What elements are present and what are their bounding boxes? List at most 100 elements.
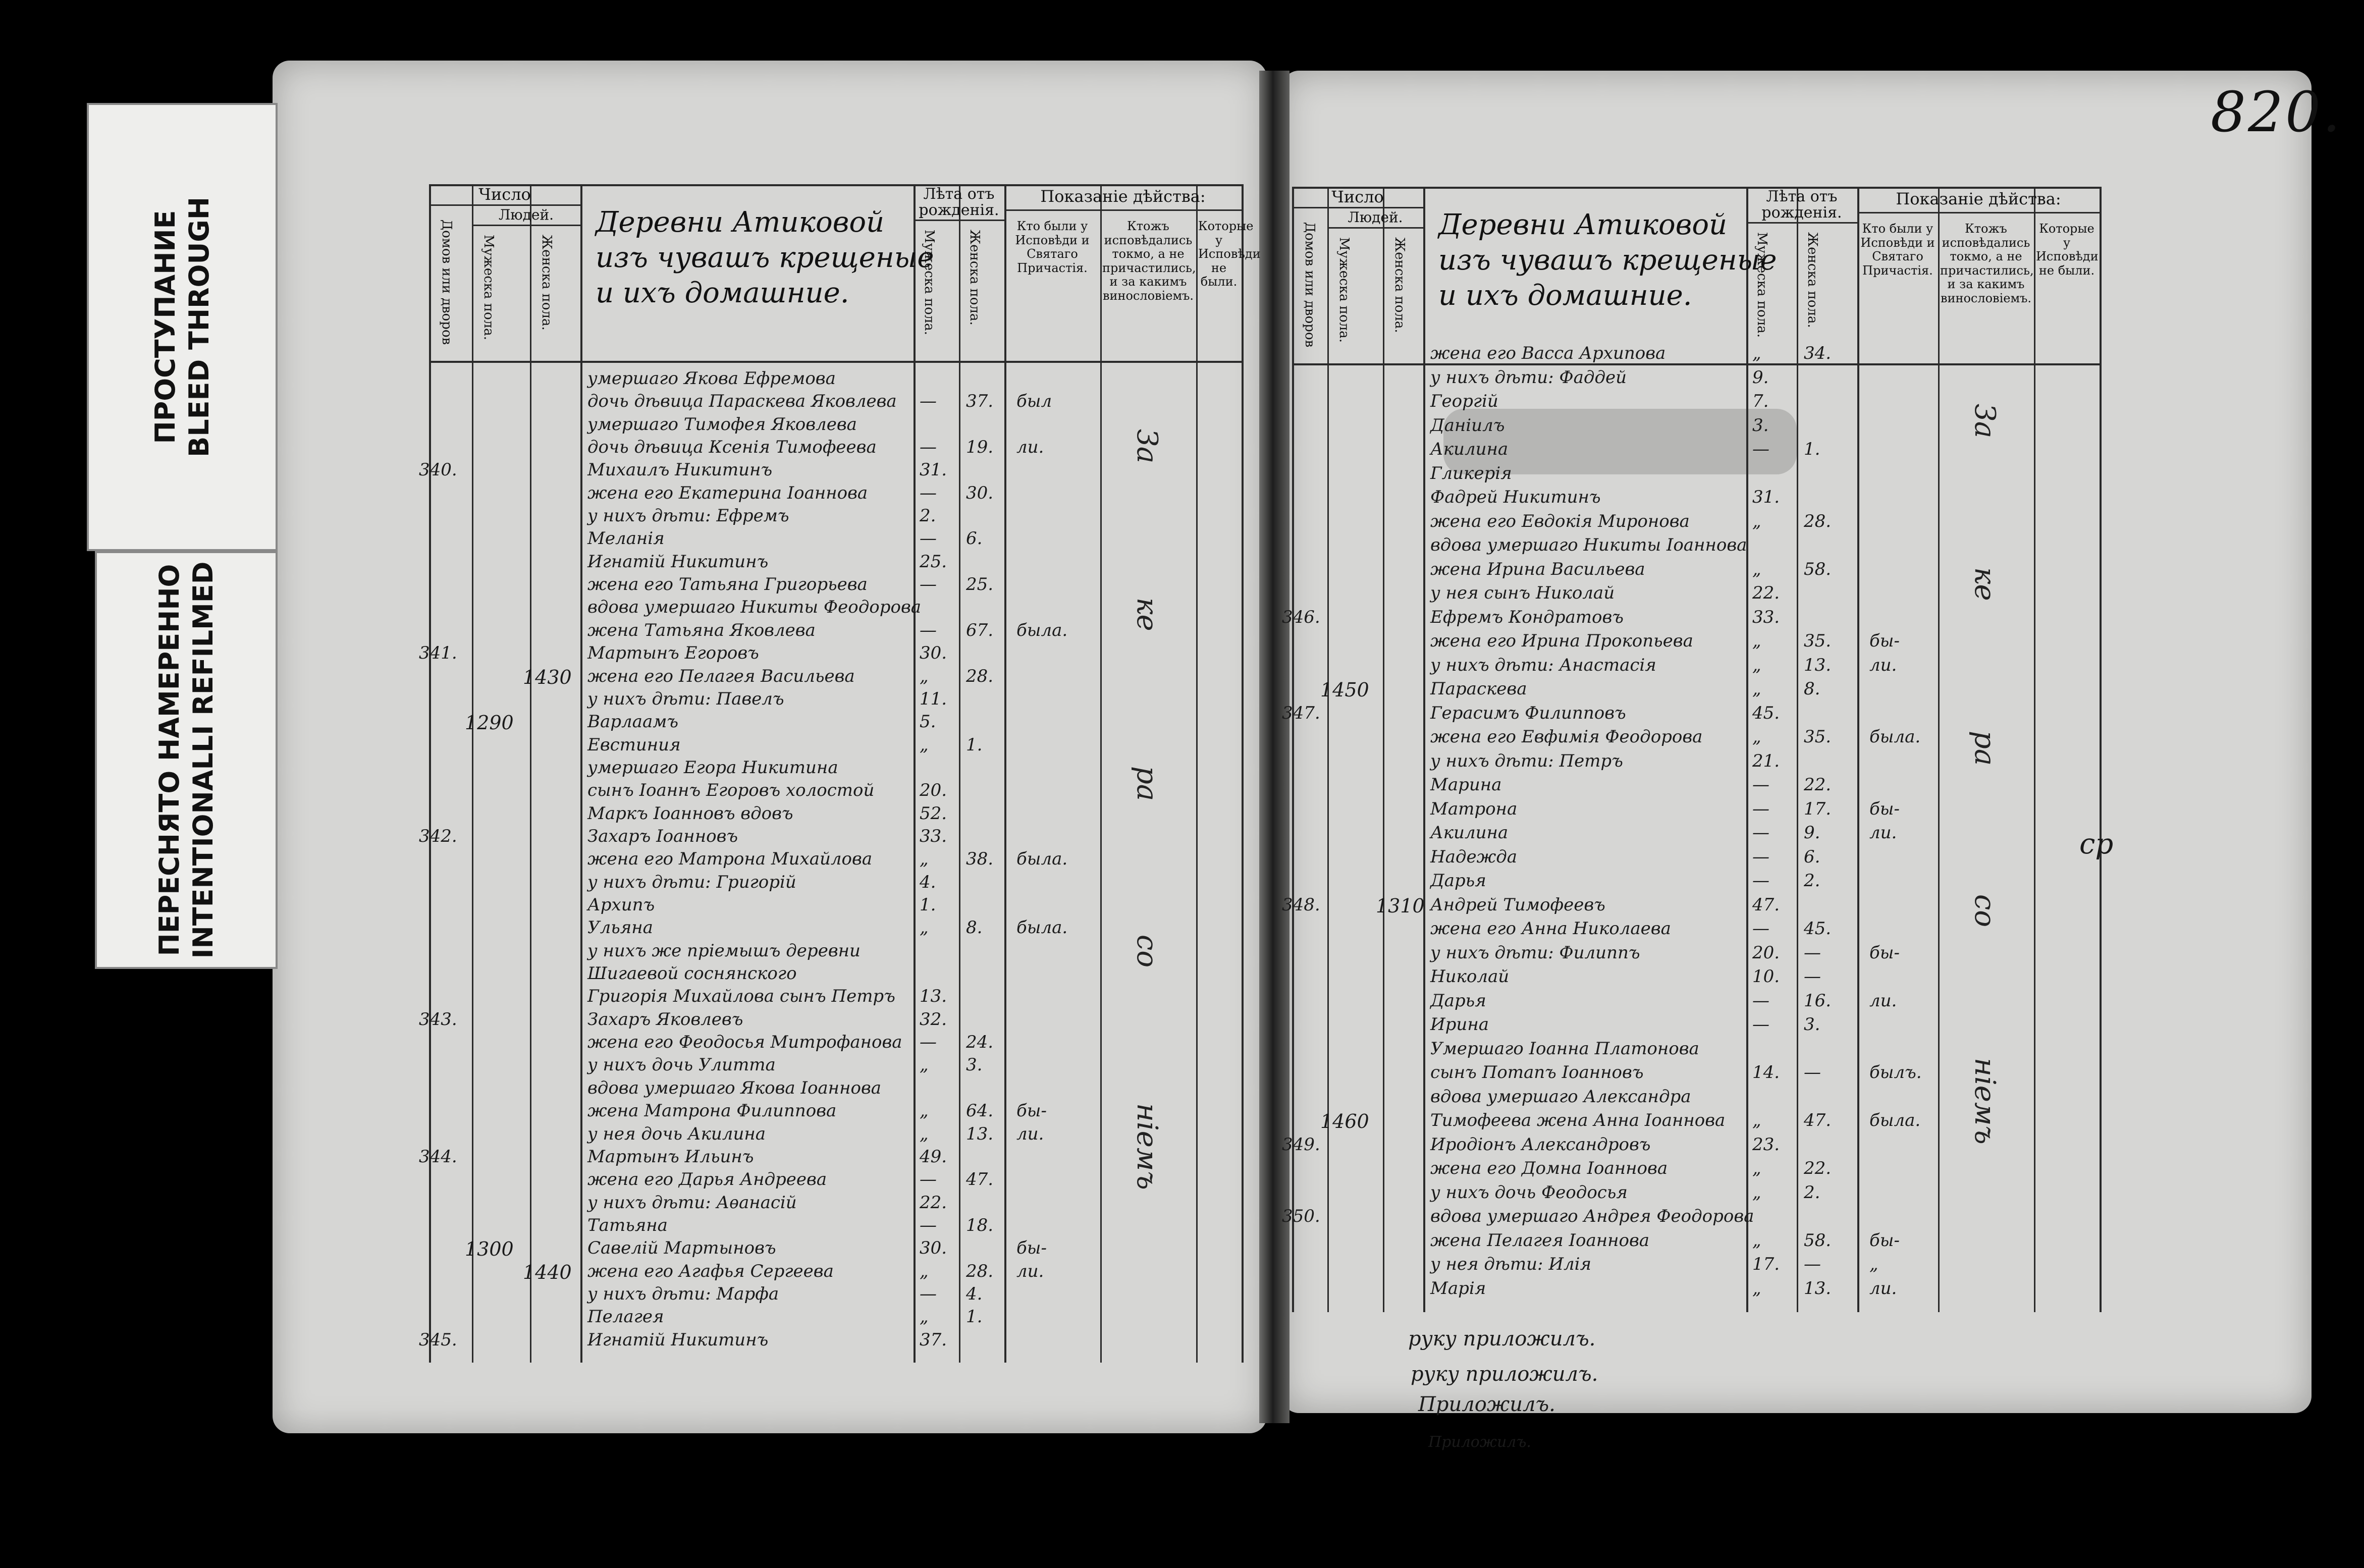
entry-name: жена его Дарья Андреева <box>587 1169 827 1190</box>
vertical-annotation: со <box>1131 935 1163 968</box>
header-bottom-rule <box>429 361 1242 363</box>
entry-name: Ирина <box>1430 1014 1489 1035</box>
age-male: 33. <box>1752 607 1780 627</box>
section-title: изъ чувашъ крещеные <box>1438 244 1777 277</box>
entry-name: у нихъ дѣти: Григорій <box>587 872 796 892</box>
entry-name: жена его Екатерина Іоаннова <box>587 482 868 503</box>
age-male: 33. <box>920 826 947 846</box>
confession-mark: былъ. <box>1869 1062 1922 1083</box>
entry-name: Гликерія <box>1430 463 1512 483</box>
age-female: 47. <box>966 1169 994 1190</box>
entry-name: жена его Анна Николаева <box>1430 918 1671 939</box>
lyudey-rule <box>1327 227 1423 229</box>
age-male: — <box>1752 823 1769 843</box>
entry-name: жена его Евфимія Феодорова <box>1430 727 1703 747</box>
header-rozhdeniya: рожденія. <box>1761 204 1842 222</box>
entry-name: дочь дѣвица Ксенія Тимофеева <box>587 437 877 458</box>
house-number: 343. <box>419 1009 457 1030</box>
tab-line-ru: ПРОСТУПАНИЕ <box>149 210 181 444</box>
vertical-annotation: нiемъ <box>1131 1103 1163 1190</box>
header-col-no-communion: Ктожъ исповѣдались токмо, а не причастил… <box>1102 219 1196 303</box>
age-male: „ <box>1752 1110 1761 1130</box>
entry-name: жена его Матрона Михайлова <box>587 849 873 870</box>
column-rule <box>1242 184 1244 1363</box>
confession-mark: ли. <box>1869 990 1897 1011</box>
confession-mark: был <box>1016 391 1052 412</box>
house-number: 347. <box>1282 702 1320 723</box>
confession-mark: бы- <box>1869 631 1900 651</box>
age-female: 22. <box>1804 1158 1832 1178</box>
header-muzh: Мужеска пола. <box>481 235 496 341</box>
age-male: 49. <box>920 1146 947 1167</box>
header-rozhdeniya: рожденія. <box>919 201 999 219</box>
vertical-annotation: За <box>1131 429 1163 464</box>
entry-name: жена его Феодосья Митрофанова <box>587 1032 902 1053</box>
house-number: 346. <box>1282 607 1320 627</box>
age-female: 22. <box>1804 775 1832 795</box>
age-male: 32. <box>920 1009 947 1030</box>
column-rule <box>1423 187 1425 1312</box>
age-female: 28. <box>966 666 994 686</box>
entry-name: Маркъ Іоанновъ вдовъ <box>587 803 793 824</box>
ink-blot <box>1443 409 1797 474</box>
confession-mark: была. <box>1016 849 1068 870</box>
age-male: „ <box>920 734 929 755</box>
age-male: 37. <box>920 1329 947 1350</box>
entry-name: Надежда <box>1430 846 1518 867</box>
entry-name: у нея дѣти: Илія <box>1430 1254 1591 1274</box>
side-count: 1460 <box>1320 1110 1369 1132</box>
entry-name: жена его Ирина Прокопьева <box>1430 631 1693 651</box>
age-female: 28. <box>966 1261 994 1281</box>
entry-name: жена Ирина Васильева <box>1430 559 1645 579</box>
age-male: 20. <box>920 780 947 801</box>
age-male: „ <box>1752 1278 1761 1299</box>
entry-name: Георгій <box>1430 391 1498 411</box>
confession-mark: была. <box>1869 727 1921 747</box>
confession-mark: была. <box>1016 620 1068 640</box>
age-male: 30. <box>920 1238 947 1259</box>
entry-name: у нихъ дѣти: Анастасія <box>1430 655 1656 675</box>
house-number: 345. <box>419 1329 457 1350</box>
age-female: 35. <box>1804 727 1832 747</box>
age-female: 9. <box>1804 823 1820 843</box>
age-female: 1. <box>966 1307 983 1327</box>
entry-name: Андрей Тимофеевъ <box>1430 894 1605 915</box>
vertical-annotation: ке <box>1131 598 1163 631</box>
age-male: 25. <box>920 551 947 572</box>
age-female: 13. <box>966 1123 994 1144</box>
entry-name: Ульяна <box>587 917 653 938</box>
refilmed-tab: ПЕРЕСНЯТО НАМЕРЕННО INTENTIONALLI REFILM… <box>95 551 278 969</box>
age-female: 45. <box>1804 918 1832 939</box>
signature-line: руку приложилъ. <box>1408 1327 1596 1350</box>
entry-name: Фадрей Никитинъ <box>1430 487 1601 507</box>
age-male: — <box>920 620 937 640</box>
entry-name: Акилина <box>1430 439 1509 459</box>
chislo-rule <box>1292 207 1423 208</box>
entry-name: Захаръ Іоанновъ <box>587 826 738 846</box>
entry-name: Ефремъ Кондратовъ <box>1430 607 1624 627</box>
column-rule <box>1292 187 1294 1312</box>
age-female: 28. <box>1804 511 1832 531</box>
age-male: — <box>1752 990 1769 1011</box>
age-male: — <box>920 1283 937 1304</box>
confession-mark: ли. <box>1869 823 1897 843</box>
entry-name: жена его Пелагея Васильева <box>587 666 855 686</box>
age-male: 45. <box>1752 702 1780 723</box>
entry-name: Игнатій Никитинъ <box>587 1329 769 1350</box>
age-male: „ <box>1752 655 1761 675</box>
age-female: — <box>1804 942 1821 963</box>
header-zhen: Женска пола. <box>539 235 554 331</box>
column-rule <box>429 184 431 1363</box>
age-male: — <box>920 1215 937 1235</box>
header-zhen-leta: Женска пола. <box>1805 232 1820 328</box>
confession-mark: ли. <box>1016 1261 1044 1281</box>
age-male: — <box>920 574 937 595</box>
entry-name: у нихъ дѣти: Павелъ <box>587 688 784 709</box>
age-male: „ <box>920 1307 929 1327</box>
age-male: „ <box>1752 343 1761 363</box>
age-male: 22. <box>1752 583 1780 603</box>
entry-name: у нея дочь Акилина <box>587 1123 766 1144</box>
age-female: — <box>1804 966 1821 987</box>
column-rule <box>580 184 582 1363</box>
house-number: 341. <box>419 643 457 664</box>
